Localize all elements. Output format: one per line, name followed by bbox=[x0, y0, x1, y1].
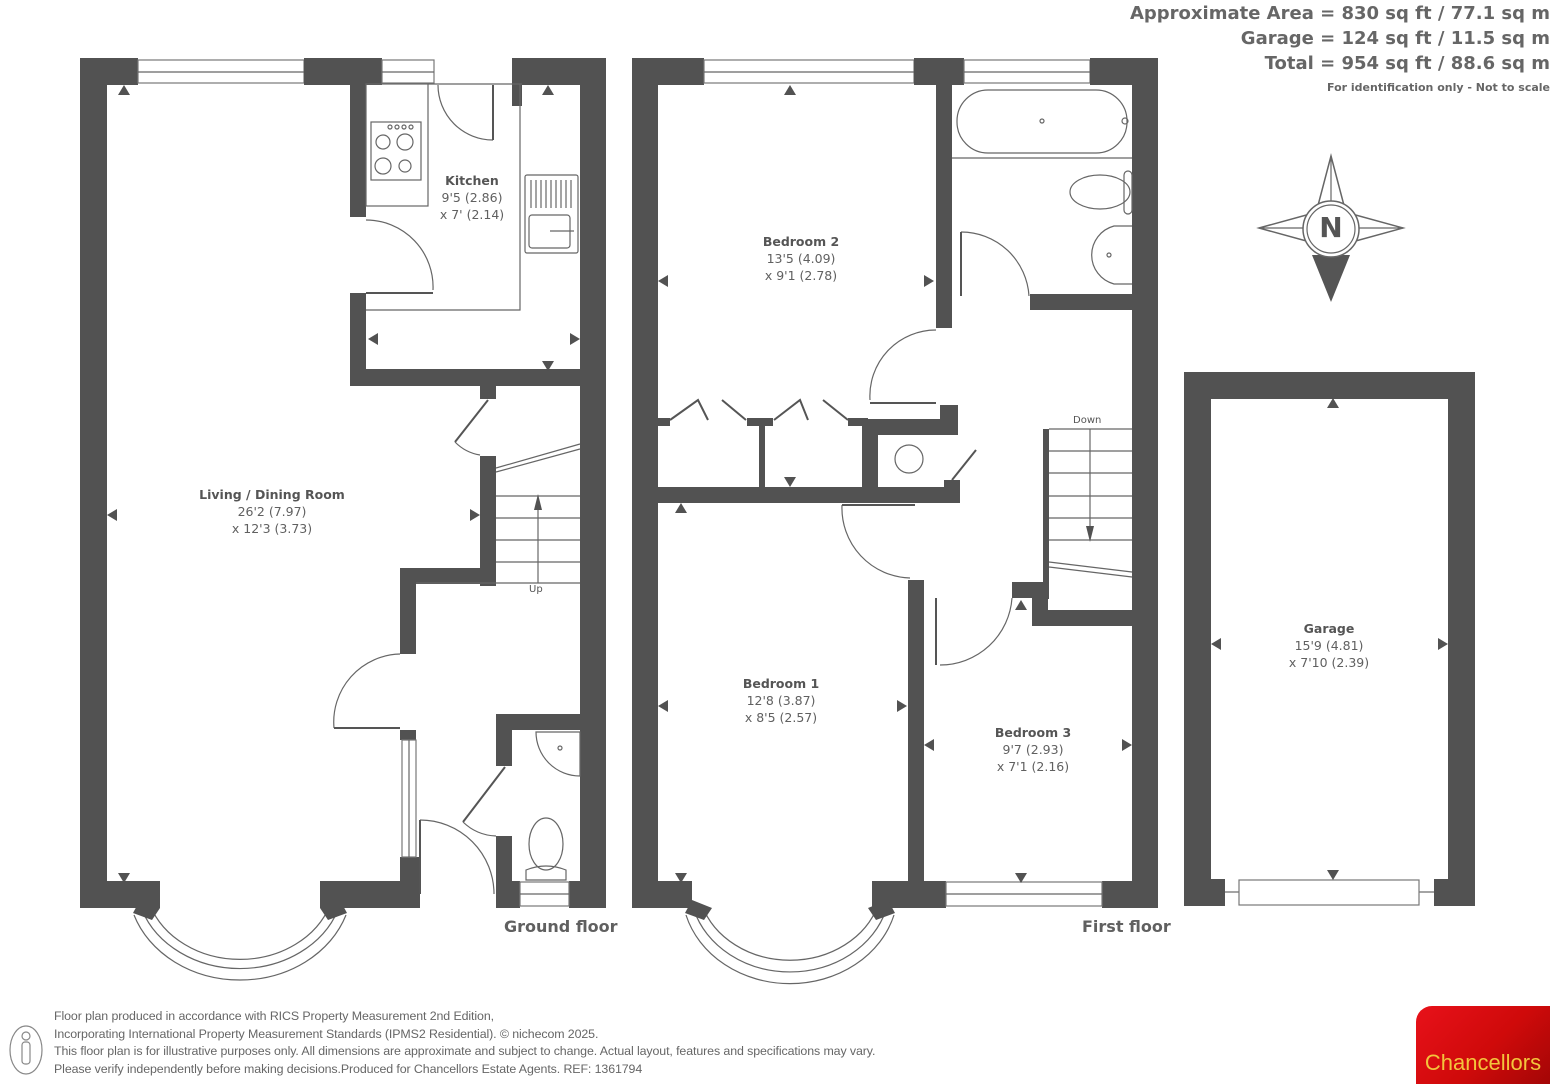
scale-note: For identification only - Not to scale bbox=[1327, 81, 1550, 94]
garage-plan bbox=[1184, 372, 1475, 906]
person-scale-icon bbox=[9, 1025, 43, 1075]
room-label-kitchen: Kitchen 9'5 (2.86) x 7' (2.14) bbox=[440, 172, 504, 223]
room-label-bedroom-3: Bedroom 3 9'7 (2.93) x 7'1 (2.16) bbox=[995, 724, 1071, 775]
room-dimension: 9'7 (2.93) bbox=[1002, 742, 1064, 757]
room-name: Living / Dining Room bbox=[199, 487, 345, 502]
disclaimer: Floor plan produced in accordance with R… bbox=[54, 1008, 875, 1078]
total-area: Total = 954 sq ft / 88.6 sq m bbox=[1264, 53, 1550, 74]
room-dimension: x 9'1 (2.78) bbox=[764, 268, 838, 283]
disclaimer-line: Please verify independently before makin… bbox=[54, 1061, 643, 1076]
garage-area: Garage = 124 sq ft / 11.5 sq m bbox=[1240, 28, 1550, 49]
room-dimension: x 7'1 (2.16) bbox=[996, 759, 1070, 774]
room-dimension: 9'5 (2.86) bbox=[441, 190, 503, 205]
room-dimension: x 7'10 (2.39) bbox=[1288, 655, 1370, 670]
room-label-garage: Garage 15'9 (4.81) x 7'10 (2.39) bbox=[1289, 620, 1369, 671]
room-name: Bedroom 1 bbox=[742, 676, 820, 691]
chancellors-logo: Chancellors bbox=[1416, 1006, 1550, 1084]
room-label-bedroom-2: Bedroom 2 13'5 (4.09) x 9'1 (2.78) bbox=[763, 233, 839, 284]
room-label-bedroom-1: Bedroom 1 12'8 (3.87) x 8'5 (2.57) bbox=[743, 675, 819, 726]
first-floor-label: First floor bbox=[1082, 917, 1171, 936]
room-label-living-dining: Living / Dining Room 26'2 (7.97) x 12'3 … bbox=[199, 486, 345, 537]
stairs-down-label: Down bbox=[1073, 415, 1102, 426]
room-name: Bedroom 3 bbox=[994, 725, 1072, 740]
stairs-up-label: Up bbox=[529, 584, 543, 595]
disclaimer-line: Incorporating International Property Mea… bbox=[54, 1026, 599, 1041]
room-name: Garage bbox=[1303, 621, 1355, 636]
room-dimension: 26'2 (7.97) bbox=[237, 504, 307, 519]
room-name: Bedroom 2 bbox=[762, 234, 840, 249]
room-dimension: x 8'5 (2.57) bbox=[744, 710, 818, 725]
room-dimension: 15'9 (4.81) bbox=[1294, 638, 1364, 653]
ground-floor-label: Ground floor bbox=[504, 917, 618, 936]
approximate-area: Approximate Area = 830 sq ft / 77.1 sq m bbox=[1129, 3, 1550, 24]
ground-floor-plan bbox=[80, 58, 606, 981]
compass-letter: N bbox=[1319, 211, 1343, 244]
disclaimer-line: Floor plan produced in accordance with R… bbox=[54, 1009, 494, 1023]
room-name: Kitchen bbox=[445, 173, 499, 188]
compass-north-icon bbox=[1256, 153, 1406, 302]
room-dimension: x 7' (2.14) bbox=[439, 207, 505, 222]
logo-text: Chancellors bbox=[1424, 1050, 1542, 1075]
first-floor-plan bbox=[632, 58, 1158, 985]
room-dimension: 13'5 (4.09) bbox=[766, 251, 836, 266]
room-dimension: 12'8 (3.87) bbox=[746, 693, 816, 708]
room-dimension: x 12'3 (3.73) bbox=[231, 521, 313, 536]
disclaimer-line: This floor plan is for illustrative purp… bbox=[54, 1044, 876, 1058]
